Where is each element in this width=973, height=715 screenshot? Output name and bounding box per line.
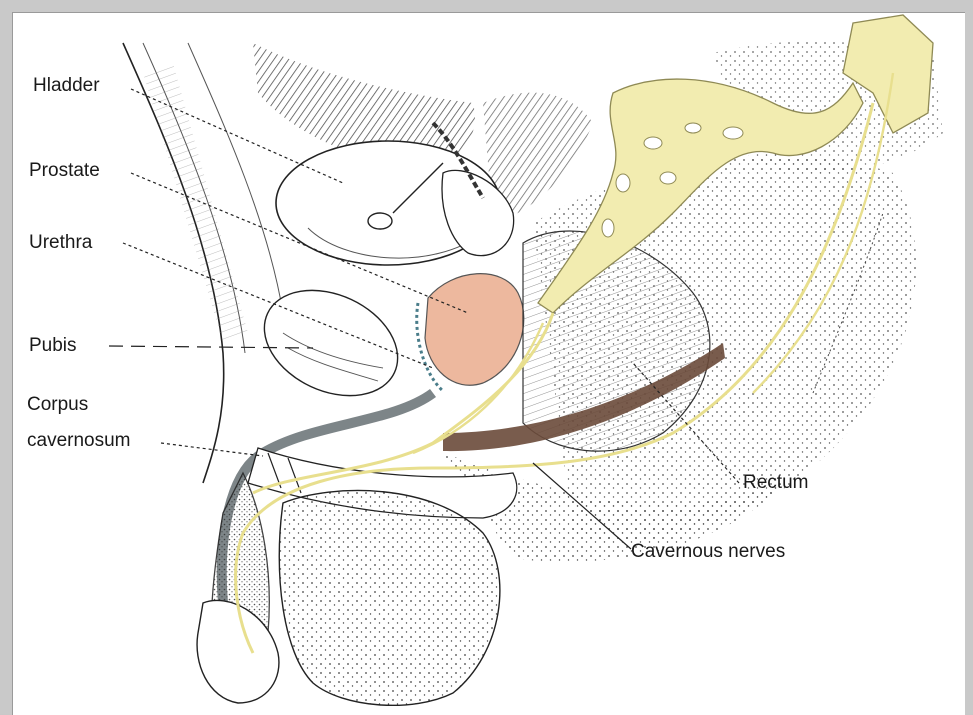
label-prostate: Prostate [29,160,100,182]
label-urethra: Urethra [29,232,92,254]
ureter-opening [368,213,392,229]
label-corpus-line1: Corpus [27,394,88,416]
label-bladder: Hladder [33,75,100,97]
label-rectum: Rectum [743,472,808,494]
label-corpus-line2: cavernosum [27,430,131,452]
abdominal-fibers [143,63,248,343]
scrotum [279,491,500,706]
illustration-panel: Hladder Prostate Urethra Pubis Corpus ca… [12,12,965,715]
prostate [425,274,524,386]
pelvic-anatomy-illustration [13,13,965,715]
label-pubis: Pubis [29,335,77,357]
label-cavernous-nerves: Cavernous nerves [631,541,785,563]
pubis [247,270,414,416]
